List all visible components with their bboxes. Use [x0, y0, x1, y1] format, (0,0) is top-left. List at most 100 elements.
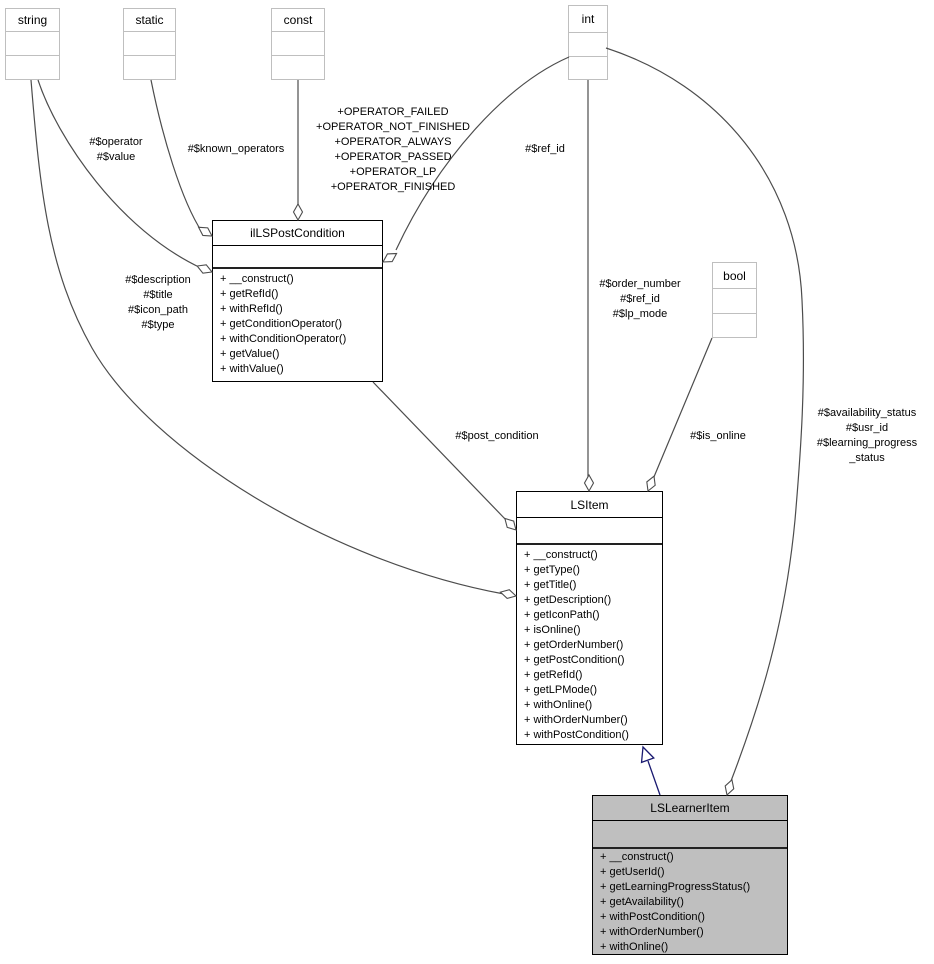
typebox-empty-compartment: [569, 33, 607, 57]
edge-label-line: _status: [849, 452, 885, 464]
class-lsitem[interactable]: LSItem + __construct()+ getType()+ getTi…: [516, 491, 663, 745]
edge-label-line: #$learning_progress: [816, 437, 918, 449]
aggregation-diamond-icon: [499, 589, 518, 600]
class-title: LSItem: [517, 492, 662, 518]
edge-string-to-illspostcondition: [37, 79, 202, 269]
edge-label-post-condition: #$post_condition: [455, 429, 538, 444]
class-methods-list: + __construct()+ getType()+ getTitle()+ …: [517, 545, 662, 744]
edge-illspostcondition-to-lsitem: [372, 381, 508, 522]
class-methods-list: + __construct()+ getUserId()+ getLearnin…: [593, 849, 787, 955]
edge-label-line: #$order_number: [599, 278, 681, 290]
typebox-empty-compartment: [569, 57, 607, 80]
edge-label-line: #$availability_status: [817, 407, 917, 419]
aggregation-diamond-icon: [382, 252, 398, 263]
edge-label-line: #$ref_id: [525, 143, 565, 155]
typebox-empty-compartment: [6, 32, 59, 56]
typebox-empty-compartment: [713, 314, 756, 338]
typebox-const-label: const: [272, 9, 324, 32]
edge-label-line: +OPERATOR_PASSED: [334, 151, 452, 163]
typebox-int: int: [568, 5, 608, 80]
edge-label-line: #$title: [143, 289, 173, 301]
class-illspostcondition[interactable]: ilLSPostCondition + __construct()+ getRe…: [212, 220, 383, 382]
edge-label-operator-value: #$operator #$value: [89, 135, 142, 165]
method-item: + getRefId(): [524, 669, 583, 681]
method-item: + isOnline(): [524, 624, 581, 636]
edge-label-is-online: #$is_online: [690, 429, 746, 444]
edge-label-known-operators: #$known_operators: [188, 142, 285, 157]
method-item: + withValue(): [220, 363, 284, 375]
method-item: + withOrderNumber(): [524, 714, 628, 726]
aggregation-diamond-icon: [724, 778, 735, 797]
edge-label-line: #$type: [141, 319, 175, 331]
edge-label-learner-ints: #$availability_status #$usr_id #$learning_…: [817, 406, 917, 466]
class-attributes-empty: [213, 246, 382, 269]
class-attributes-empty: [593, 821, 787, 849]
method-item: + withConditionOperator(): [220, 333, 347, 345]
edge-bool-to-lsitem: [650, 337, 713, 485]
typebox-empty-compartment: [272, 32, 324, 56]
typebox-empty-compartment: [124, 56, 175, 79]
method-item: + getConditionOperator(): [220, 318, 342, 330]
typebox-empty-compartment: [272, 56, 324, 79]
edge-label-line: #$is_online: [690, 430, 746, 442]
aggregation-diamond-icon: [646, 475, 656, 493]
typebox-empty-compartment: [713, 289, 756, 314]
typebox-empty-compartment: [6, 56, 59, 79]
edge-label-line: +OPERATOR_FINISHED: [330, 181, 456, 193]
edge-label-line: #$value: [96, 151, 136, 163]
edge-label-operator-constants: +OPERATOR_FAILED +OPERATOR_NOT_FINISHED +O…: [316, 105, 470, 195]
typebox-int-label: int: [569, 6, 607, 33]
method-item: + getIconPath(): [524, 609, 600, 621]
method-item: + getType(): [524, 564, 580, 576]
method-item: + getDescription(): [524, 594, 612, 606]
class-title: LSLearnerItem: [593, 796, 787, 821]
edge-label-line: #$known_operators: [187, 143, 285, 155]
typebox-static-label: static: [124, 9, 175, 32]
edge-label-line: +OPERATOR_NOT_FINISHED: [316, 121, 470, 133]
method-item: + withPostCondition(): [524, 729, 629, 741]
typebox-bool-label: bool: [713, 263, 756, 289]
typebox-empty-compartment: [124, 32, 175, 56]
edge-label-line: #$ref_id: [620, 293, 660, 305]
method-item: + getTitle(): [524, 579, 577, 591]
aggregation-diamond-icon: [196, 264, 214, 274]
method-item: + getOrderNumber(): [524, 639, 624, 651]
edge-label-line: #$usr_id: [845, 422, 889, 434]
edge-label-line: #$lp_mode: [612, 308, 668, 320]
typebox-const: const: [271, 8, 325, 80]
method-item: + getValue(): [220, 348, 280, 360]
typebox-bool: bool: [712, 262, 757, 338]
method-item: + withOrderNumber(): [600, 926, 704, 938]
method-item: + withOnline(): [524, 699, 593, 711]
method-item: + __construct(): [600, 851, 674, 863]
class-title: ilLSPostCondition: [213, 221, 382, 246]
method-item: + withOnline(): [600, 941, 669, 953]
method-item: + withPostCondition(): [600, 911, 705, 923]
edge-lslearneritem-inherits-lsitem: [647, 760, 661, 796]
aggregation-diamond-icon: [583, 473, 595, 493]
edge-label-line: #$icon_path: [128, 304, 188, 316]
class-methods-list: + __construct()+ getRefId()+ withRefId()…: [213, 269, 382, 381]
typebox-string: string: [5, 8, 60, 80]
edge-label-line: +OPERATOR_LP: [349, 166, 437, 178]
class-lslearneritem[interactable]: LSLearnerItem + __construct() + getUserId…: [592, 795, 788, 955]
edge-label-line: +OPERATOR_FAILED: [337, 106, 449, 118]
edge-label-line: +OPERATOR_ALWAYS: [334, 136, 452, 148]
edge-label-line: #$description: [125, 274, 191, 286]
edge-label-line: #$operator: [89, 136, 143, 148]
method-item: + withRefId(): [220, 303, 283, 315]
edge-label-line: #$post_condition: [455, 430, 539, 442]
aggregation-diamond-icon: [292, 202, 304, 222]
edge-label-item-strings: #$description #$title #$icon_path #$type: [125, 273, 190, 333]
method-item: + getUserId(): [600, 866, 665, 878]
typebox-string-label: string: [6, 9, 59, 32]
inheritance-arrow-icon: [640, 745, 655, 764]
edge-label-item-ints: #$order_number #$ref_id #$lp_mode: [599, 277, 680, 322]
method-item: + __construct(): [220, 273, 294, 285]
class-attributes-empty: [517, 518, 662, 545]
method-item: + getLPMode(): [524, 684, 598, 696]
edge-label-ref-id: #$ref_id: [525, 142, 565, 157]
method-item: + getPostCondition(): [524, 654, 625, 666]
method-item: + getAvailability(): [600, 896, 684, 908]
